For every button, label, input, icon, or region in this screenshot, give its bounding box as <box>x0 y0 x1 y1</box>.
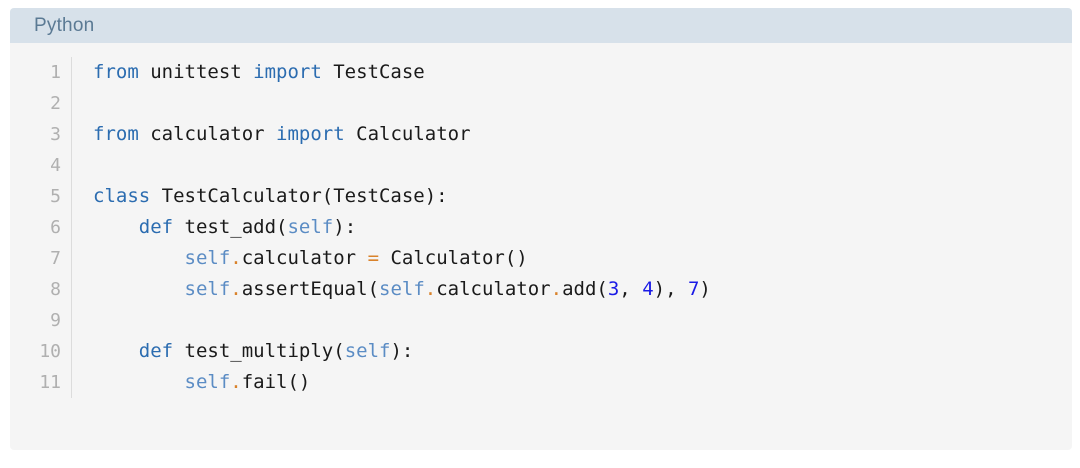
code-token-id: , <box>619 278 643 300</box>
code-token-id: unittest <box>138 61 254 83</box>
code-token-kw: from <box>93 123 139 145</box>
code-language-label: Python <box>34 14 95 36</box>
code-token-id: calculator <box>241 247 368 269</box>
code-line[interactable]: from unittest import TestCase <box>93 57 1072 88</box>
code-token-num: 4 <box>642 278 654 300</box>
code-line[interactable]: from calculator import Calculator <box>93 119 1072 150</box>
code-token-op: . <box>550 278 563 300</box>
code-token-id: calculator <box>138 123 277 145</box>
line-number: 10 <box>39 341 61 362</box>
code-token-id <box>93 340 139 362</box>
code-token-op: = <box>367 247 380 269</box>
code-token-id: add( <box>562 278 608 300</box>
code-token-kw: import <box>253 61 322 83</box>
line-number: 3 <box>50 124 61 145</box>
code-token-id: test_add( <box>173 216 288 238</box>
code-token-op: . <box>230 247 242 269</box>
code-token-self: self <box>287 216 334 238</box>
code-line[interactable]: ​ <box>93 305 1072 336</box>
code-token-id: TestCase <box>321 61 425 83</box>
code-token-kw: import <box>276 123 345 145</box>
code-token-id: TestCalculator(TestCase): <box>150 185 448 207</box>
line-number: 4 <box>50 155 61 176</box>
code-token-op: . <box>424 278 437 300</box>
line-number-gutter: 1 2 3 4 5 6 7 8 9 10 11 <box>10 57 72 398</box>
code-block-header: Python <box>10 8 1072 43</box>
code-token-op: . <box>230 371 242 393</box>
code-token-self: self <box>379 278 425 300</box>
code-token-kw: def <box>138 340 174 362</box>
code-line[interactable]: ​ <box>93 150 1072 181</box>
code-line[interactable]: class TestCalculator(TestCase): <box>93 181 1072 212</box>
code-token-op: . <box>230 278 242 300</box>
code-token-self: self <box>184 247 231 269</box>
code-line[interactable]: self.fail() <box>93 367 1072 398</box>
code-token-id: ) <box>699 278 711 300</box>
code-token-id <box>93 247 185 269</box>
code-token-id <box>93 371 185 393</box>
code-token-id: calculator <box>436 278 551 300</box>
code-token-id: ): <box>390 340 414 362</box>
code-token-kw: def <box>138 216 174 238</box>
code-token-id: Calculator <box>344 123 471 145</box>
code-line[interactable]: def test_multiply(self): <box>93 336 1072 367</box>
line-number: 5 <box>50 186 61 207</box>
line-number: 9 <box>50 310 61 331</box>
code-token-num: 7 <box>687 278 700 300</box>
line-number: 11 <box>39 372 61 393</box>
code-token-self: self <box>344 340 391 362</box>
code-token-id: Calculator() <box>379 247 528 269</box>
code-content[interactable]: from unittest import TestCase​from calcu… <box>72 57 1072 398</box>
code-token-id <box>93 216 139 238</box>
code-line[interactable]: def test_add(self): <box>93 212 1072 243</box>
line-number: 2 <box>50 93 61 114</box>
code-token-id: test_multiply( <box>173 340 345 362</box>
code-token-id: ), <box>653 278 688 300</box>
code-token-num: 3 <box>607 278 620 300</box>
code-token-kw: class <box>93 185 151 207</box>
code-token-id: fail() <box>241 371 311 393</box>
code-token-id: assertEqual( <box>241 278 380 300</box>
code-line[interactable]: self.calculator = Calculator() <box>93 243 1072 274</box>
code-token-id <box>93 278 185 300</box>
line-number: 6 <box>50 217 61 238</box>
code-token-kw: from <box>93 61 139 83</box>
code-line[interactable]: self.assertEqual(self.calculator.add(3, … <box>93 274 1072 305</box>
line-number: 1 <box>50 62 61 83</box>
line-number: 7 <box>50 248 61 269</box>
code-token-self: self <box>184 278 231 300</box>
code-token-self: self <box>184 371 231 393</box>
code-line[interactable]: ​ <box>93 88 1072 119</box>
code-token-id: ): <box>333 216 357 238</box>
line-number: 8 <box>50 279 61 300</box>
